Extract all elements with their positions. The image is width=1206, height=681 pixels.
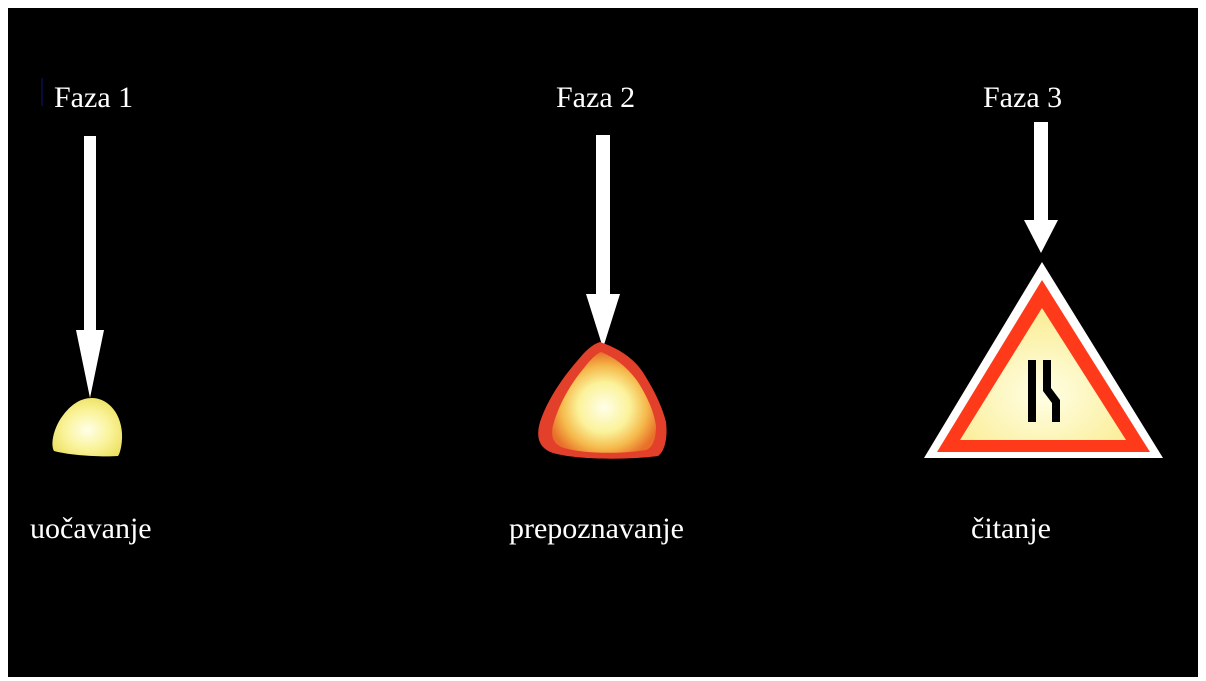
diagram-graphics (52, 122, 1163, 459)
phase3-title: Faza 3 (983, 81, 1063, 114)
phase3-caption: čitanje (971, 512, 1051, 545)
phase2-title: Faza 2 (556, 81, 636, 114)
diagram-canvas: Faza 1 Faza 2 Faza 3 uočavanje prepoznav… (8, 8, 1198, 677)
phase2-caption: prepoznavanje (509, 512, 684, 545)
small-yellow-glow-icon (52, 398, 123, 457)
phase3-arrow-icon (1024, 122, 1058, 253)
phase1-caption: uočavanje (30, 512, 152, 545)
road-narrows-warning-sign-icon (924, 262, 1163, 458)
phase1-title: Faza 1 (54, 81, 134, 114)
phase2-arrow-icon (586, 135, 620, 348)
divider (41, 78, 43, 106)
phase1-arrow-icon (76, 136, 104, 398)
